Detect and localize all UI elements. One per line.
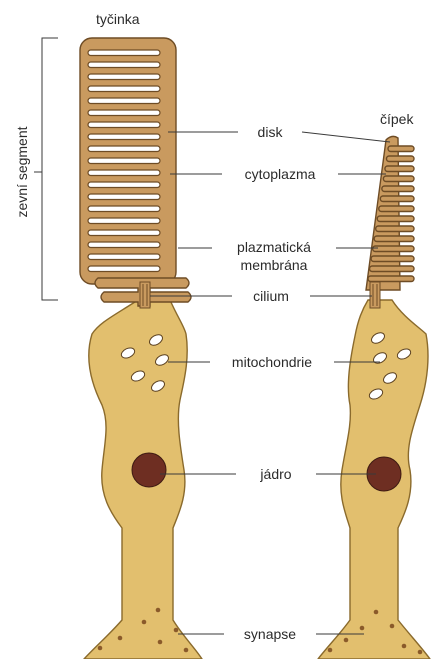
rod-disk bbox=[88, 62, 160, 68]
cone-disk-fold bbox=[368, 276, 414, 282]
label-nucleus: jádro bbox=[259, 466, 291, 482]
cone-disk-fold bbox=[377, 216, 414, 222]
cone-disk-fold bbox=[376, 226, 414, 232]
cone-cilium bbox=[370, 282, 380, 308]
rod-disk bbox=[88, 74, 160, 80]
label-disk: disk bbox=[258, 124, 284, 140]
rod-disk bbox=[88, 122, 160, 128]
label-membrane-1: plazmatická bbox=[237, 239, 311, 255]
rod-disk bbox=[88, 218, 160, 224]
cone-disk-fold bbox=[383, 176, 414, 182]
rod-disk bbox=[88, 134, 160, 140]
rod-disk bbox=[88, 206, 160, 212]
rod-disk bbox=[88, 158, 160, 164]
label-rod: tyčinka bbox=[96, 11, 140, 27]
cone-disk-fold bbox=[380, 196, 414, 202]
rod-disk bbox=[88, 86, 160, 92]
cone-disk-fold bbox=[379, 206, 414, 212]
label-outer-segment: zevní segment bbox=[14, 126, 30, 217]
outer-segment-bracket bbox=[34, 38, 58, 300]
rod-disk bbox=[88, 98, 160, 104]
label-membrane-2: membrána bbox=[241, 257, 308, 273]
rod-disk bbox=[88, 194, 160, 200]
rod-disk bbox=[88, 50, 160, 56]
cone-disk-fold bbox=[386, 156, 414, 162]
rod-disk bbox=[88, 110, 160, 116]
cone-disk-fold bbox=[371, 256, 414, 262]
rod-disk bbox=[88, 230, 160, 236]
cone-disk-fold bbox=[382, 186, 414, 192]
cone-disk-fold bbox=[374, 236, 414, 242]
rod-disk bbox=[88, 254, 160, 260]
rod-disk bbox=[88, 242, 160, 248]
rod-disk bbox=[88, 182, 160, 188]
rod-cilium bbox=[140, 282, 150, 308]
label-mitochondria: mitochondrie bbox=[232, 354, 312, 370]
rod-disk bbox=[88, 146, 160, 152]
label-synapse: synapse bbox=[244, 626, 296, 642]
rod-disk bbox=[88, 170, 160, 176]
cone-disk-fold bbox=[373, 246, 414, 252]
cone-cell bbox=[318, 136, 430, 659]
rod-disk bbox=[88, 266, 160, 272]
label-cilium: cilium bbox=[253, 288, 289, 304]
label-cone: čípek bbox=[380, 111, 414, 127]
cone-disk-fold bbox=[388, 146, 414, 152]
rod-nucleus bbox=[132, 453, 166, 487]
cone-disk-fold bbox=[370, 266, 414, 272]
label-cytoplasm: cytoplazma bbox=[245, 166, 316, 182]
cone-disk-fold bbox=[385, 166, 414, 172]
rod-cell bbox=[80, 38, 202, 659]
